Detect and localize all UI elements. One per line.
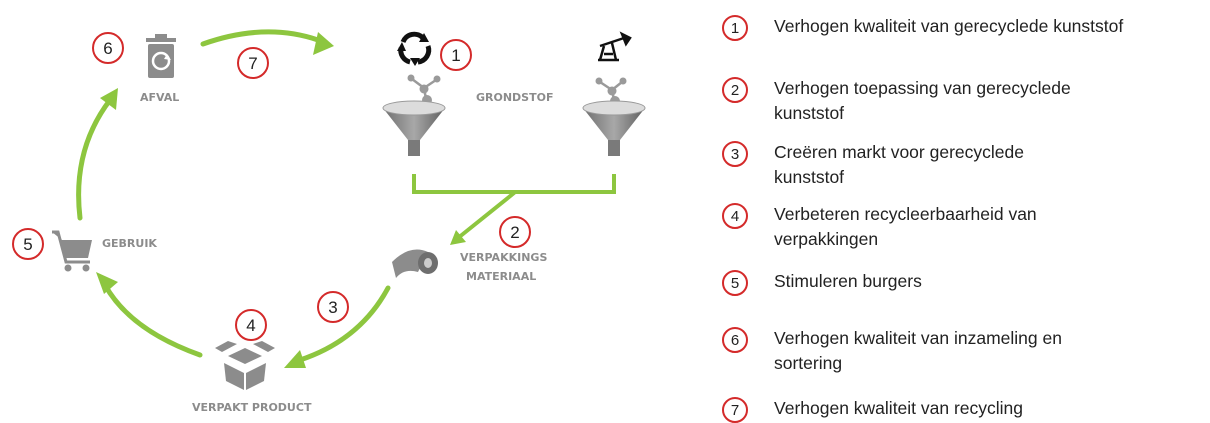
connector-funnels (412, 174, 616, 194)
arrow-gebruik-to-afval (76, 97, 113, 221)
arrowhead-gebruik (96, 272, 118, 294)
legend-item-3: 3 Creëren markt voor gerecyclede kunstst… (722, 140, 1094, 190)
marker-5-number: 5 (23, 235, 32, 254)
legend-item-4: 4 Verbeteren recycleerbaarheid van verpa… (722, 202, 1114, 252)
arrow-connector-to-materiaal (456, 191, 516, 240)
arrow-heads (96, 32, 466, 368)
cycle-arrows (76, 29, 616, 363)
label-verpakkingsmateriaal-2: MATERIAAL (466, 270, 536, 283)
marker-5: 5 (12, 228, 44, 260)
legend-number: 7 (722, 397, 748, 423)
legend-item-7: 7 Verhogen kwaliteit van recycling (722, 396, 1194, 423)
funnel-icon (382, 100, 446, 156)
marker-2: 2 (499, 216, 531, 248)
molecule-icon (407, 74, 441, 105)
legend-text: Stimuleren burgers (774, 271, 922, 291)
legend-text: Creëren markt voor gerecyclede kunststof (774, 142, 1024, 187)
arrowhead-grondstof (313, 32, 334, 55)
funnel-icon (582, 100, 646, 156)
label-gebruik: GEBRUIK (102, 237, 157, 250)
marker-7: 7 (237, 47, 269, 79)
arrow-product-to-gebruik (102, 282, 203, 358)
arrowhead-afval (100, 88, 118, 110)
marker-7-number: 7 (248, 54, 257, 73)
legend-item-2: 2 Verhogen toepassing van gerecyclede ku… (722, 76, 1104, 126)
label-afval: AFVAL (140, 91, 179, 104)
legend-number: 3 (722, 141, 748, 167)
label-verpakkingsmateriaal-1: VERPAKKINGS (460, 251, 547, 264)
marker-2-number: 2 (510, 223, 519, 242)
marker-3-number: 3 (328, 298, 337, 317)
label-verpakt-product: VERPAKT PRODUCT (192, 401, 312, 414)
legend-text: Verbeteren recycleerbaarheid van verpakk… (774, 204, 1037, 249)
arrow-materiaal-to-product (297, 285, 391, 363)
label-grondstof: GRONDSTOF (476, 91, 553, 104)
marker-1-number: 1 (451, 46, 460, 65)
legend-item-1: 1 Verhogen kwaliteit van gerecyclede kun… (722, 14, 1194, 41)
legend-number: 6 (722, 327, 748, 353)
molecule-icon (595, 77, 627, 106)
trash-recycle-icon (146, 34, 176, 78)
legend-text: Verhogen kwaliteit van gerecyclede kunst… (774, 16, 1124, 36)
marker-4-number: 4 (246, 316, 255, 335)
legend-number: 1 (722, 15, 748, 41)
arrowhead-materiaal (450, 230, 466, 245)
recycle-arrowheads (397, 33, 429, 66)
legend-text: Verhogen kwaliteit van recycling (774, 398, 1024, 418)
shopping-cart-icon (52, 230, 92, 272)
material-roll-icon (392, 249, 438, 278)
legend-number: 2 (722, 77, 748, 103)
marker-3: 3 (317, 291, 349, 323)
legend-item-5: 5 Stimuleren burgers (722, 269, 1194, 296)
legend-text: Verhogen toepassing van gerecyclede kuns… (774, 78, 1071, 123)
legend-number: 5 (722, 270, 748, 296)
marker-6: 6 (92, 32, 124, 64)
box-icon (215, 341, 275, 390)
legend-item-6: 6 Verhogen kwaliteit van inzameling en s… (722, 326, 1134, 376)
marker-6-number: 6 (103, 39, 112, 58)
legend-number: 4 (722, 203, 748, 229)
arrow-afval-to-grondstof (200, 29, 321, 47)
legend: 1 Verhogen kwaliteit van gerecyclede kun… (722, 0, 1210, 423)
marker-1: 1 (440, 39, 472, 71)
oil-pump-icon (598, 31, 632, 62)
circular-economy-diagram: AFVAL (12, 29, 646, 414)
arrowhead-product (284, 350, 306, 368)
marker-4: 4 (235, 309, 267, 341)
legend-text: Verhogen kwaliteit van inzameling en sor… (774, 328, 1062, 373)
